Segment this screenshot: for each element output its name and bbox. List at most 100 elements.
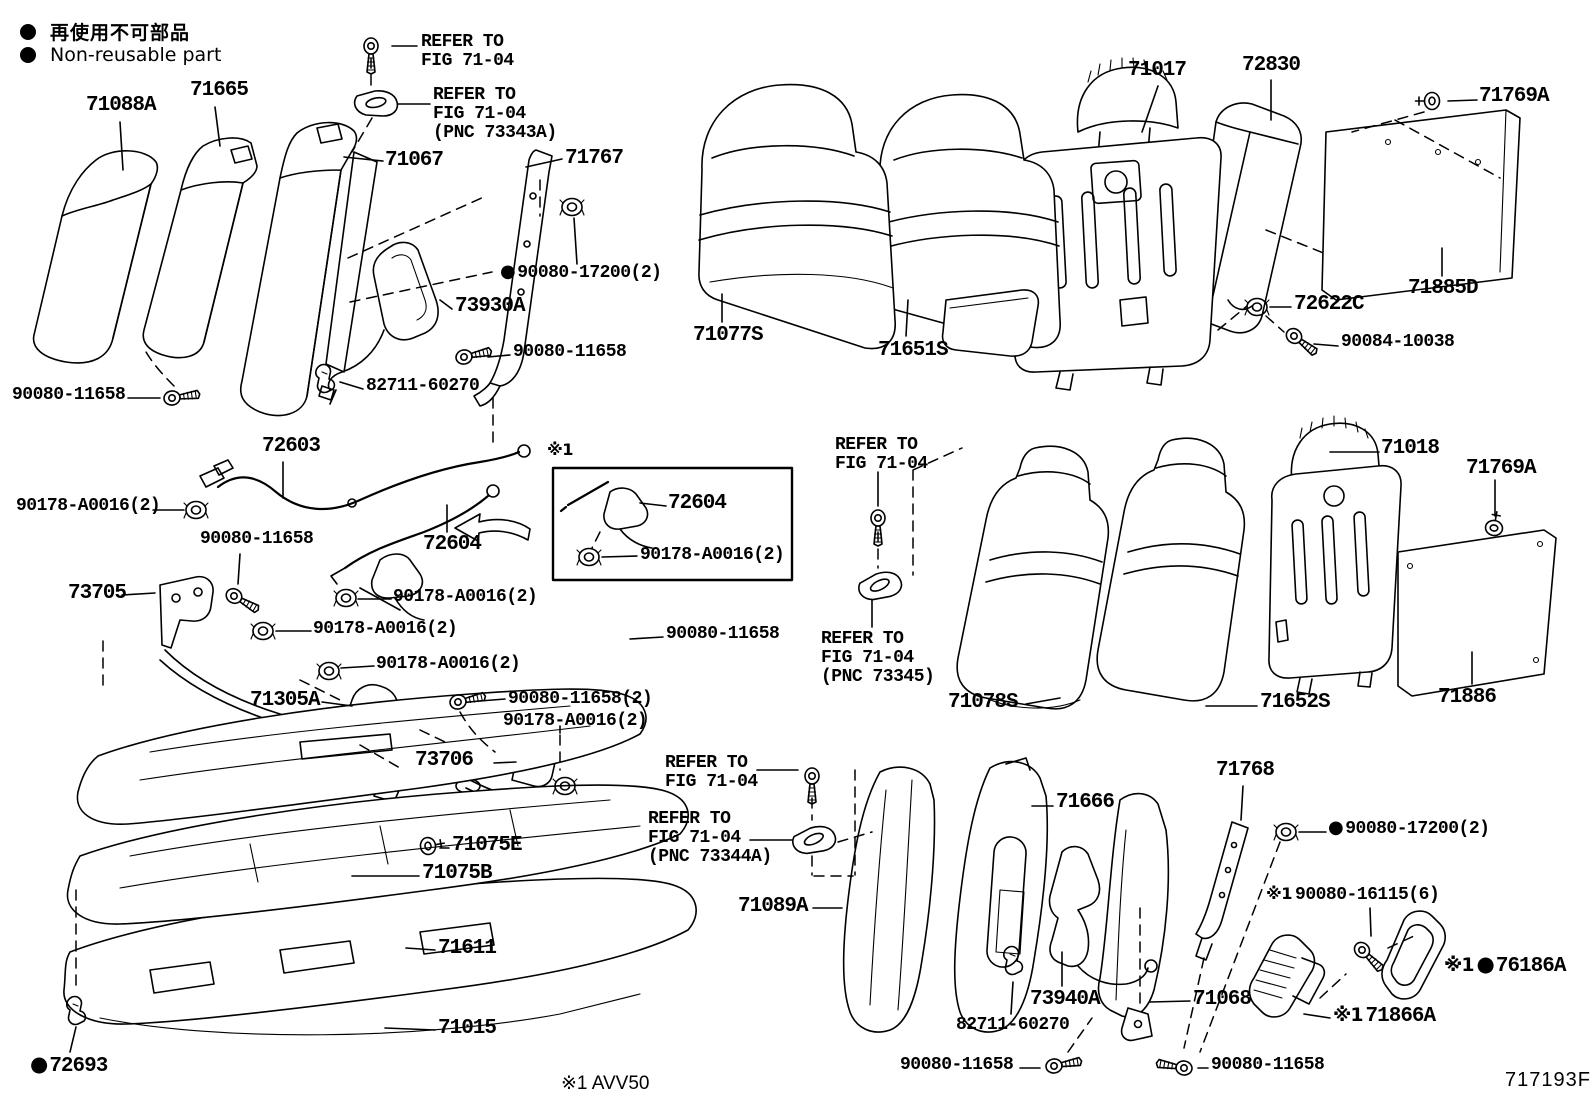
legend-text-english: Non-reusable part <box>50 44 222 66</box>
fastener-label-90080-11658-1: 90080-11658 <box>513 342 627 362</box>
part-label-71075E: 71075E <box>452 834 523 857</box>
fastener-label-82711-60270-1: 82711-60270 <box>366 376 480 396</box>
seat-cover-71075B-illustration <box>76 688 647 825</box>
inset-variant-box <box>551 466 794 582</box>
cable-72604-illustration <box>330 484 500 621</box>
fastener-label-90178-A0016-2: 90178-A0016(2) <box>393 587 538 607</box>
part-label-71885D: 71885D <box>1408 277 1479 300</box>
fastener-label-90080-11658-6: 90080-11658 <box>1211 1055 1325 1075</box>
part-label-71078S: 71078S <box>948 691 1019 714</box>
part-label-71767: 71767 <box>565 147 624 170</box>
part-label-73705: 73705 <box>68 582 127 605</box>
bracket-71767-illustration <box>473 149 553 407</box>
part-label-71089A: 71089A <box>738 895 809 918</box>
variant-note1-marker: ※1 <box>1333 1004 1363 1026</box>
legend-row-jp: 再使用不可部品 <box>20 18 190 45</box>
frame-panel-71665-illustration <box>142 137 258 359</box>
fastener-label-90178-A0016-3-inset: 90178-A0016(2) <box>640 545 785 565</box>
part-label-71017: 71017 <box>1128 59 1187 82</box>
part-label-73940A: 73940A <box>1030 988 1101 1011</box>
construction-lines <box>75 57 1501 1053</box>
part-label-71611: 71611 <box>438 937 497 960</box>
seat-back-71078S-illustration <box>956 445 1110 710</box>
fastener-label-90178-A0016-6: 90178-A0016(2) <box>503 711 648 731</box>
back-panel-71886-illustration <box>1397 529 1557 697</box>
part-label-71088A: 71088A <box>86 94 157 117</box>
seat-lock-73940A-illustration <box>1048 845 1158 986</box>
legend-text-japanese: 再使用不可部品 <box>50 22 191 44</box>
part-label-72693: ●72693 <box>30 1052 108 1078</box>
part-label-71075B: 71075B <box>422 862 493 885</box>
part-label-71665: 71665 <box>190 79 249 102</box>
part-label-71015: 71015 <box>438 1017 497 1040</box>
part-label-71768: 71768 <box>1216 759 1275 782</box>
variant-note1-marker: ※1 <box>1266 884 1293 903</box>
seat-back-frame-71017-illustration <box>1014 57 1222 391</box>
part-label-72603: 72603 <box>262 435 321 458</box>
fastener-label-82711-60270-2: 82711-60270 <box>956 1015 1070 1035</box>
legend-row-en: Non-reusable part <box>20 44 221 66</box>
fastener-label-90080-17200-2: ●90080-17200(2) <box>1328 817 1490 839</box>
cable-72603-illustration <box>199 444 531 511</box>
part-label-71651S: 71651S <box>878 339 949 362</box>
leader-lines <box>69 45 1496 1069</box>
fastener-label-90080-11658-2: 90080-11658 <box>12 385 126 405</box>
non-reusable-dot-icon: ● <box>500 261 516 282</box>
fastener-label-90178-A0016-5: 90178-A0016(2) <box>376 654 521 674</box>
bracket-71768-illustration <box>1195 821 1249 961</box>
non-reusable-bullet-icon <box>20 23 36 40</box>
fastener-label-90080-11658-5: 90080-11658 <box>900 1055 1014 1075</box>
part-label-71067: 71067 <box>385 149 444 172</box>
seat-back-71077S-illustration <box>698 83 896 350</box>
headrest-pad-71088A-illustration <box>32 150 159 364</box>
seat-back-71651S-illustration <box>876 93 1061 357</box>
fastener-label-90178-A0016-4: 90178-A0016(2) <box>313 619 458 639</box>
seat-back-71652S-illustration <box>1096 437 1246 702</box>
fastener-label-90080-11658-4: 90080-11658 <box>666 624 780 644</box>
airbag-module-73930A-illustration <box>318 241 439 405</box>
bezel-76186A-illustration <box>1381 910 1446 1000</box>
part-label-71886: 71886 <box>1438 686 1497 709</box>
part-label-71769A-2: 71769A <box>1466 457 1537 480</box>
part-label-72830: 72830 <box>1242 54 1301 77</box>
figure-code: 717193F <box>1505 1069 1591 1091</box>
part-label-71077S: 71077S <box>693 324 764 347</box>
part-label-72622C: 72622C <box>1294 293 1365 316</box>
fastener-label-90080-11658x2: 90080-11658(2) <box>508 689 653 709</box>
seat-pad-71067-illustration <box>239 121 358 417</box>
part-label-73706: 73706 <box>415 749 474 772</box>
fastener-label-90178-A0016-1: 90178-A0016(2) <box>16 496 161 516</box>
side-pad-71089A-illustration <box>842 766 936 1033</box>
fastener-label-90080-17200-1: ●90080-17200(2) <box>500 261 662 283</box>
part-label-71305A: 71305A <box>250 689 321 712</box>
part-label-71769A-1: 71769A <box>1479 85 1550 108</box>
part-label-71666: 71666 <box>1056 791 1115 814</box>
back-panel-71885D-illustration <box>1321 109 1521 301</box>
fastener-label-90084-10038: 90084-10038 <box>1341 332 1455 352</box>
seat-back-frame-71018-illustration <box>1268 415 1402 695</box>
vent-grille-71866A-illustration <box>1248 934 1326 1018</box>
part-label-72604-1: 72604 <box>423 533 482 556</box>
variant-footnote: ※1 AVV50 <box>561 1073 650 1094</box>
non-reusable-dot-icon: ● <box>1476 952 1495 976</box>
part-label-72604-2-inset: 72604 <box>668 492 727 515</box>
fastener-label-90080-11658-3: 90080-11658 <box>200 529 314 549</box>
seat-pad-71611-illustration <box>66 784 689 925</box>
non-reusable-bullet-icon <box>20 47 36 63</box>
non-reusable-dot-icon: ● <box>1328 817 1344 838</box>
variant-note1-marker: ※1 <box>1444 954 1474 976</box>
part-label-71018: 71018 <box>1381 437 1440 460</box>
part-label-71652S: 71652S <box>1260 691 1331 714</box>
variant-marker-note1: ※1 <box>547 440 574 459</box>
part-label-73930A: 73930A <box>455 295 526 318</box>
